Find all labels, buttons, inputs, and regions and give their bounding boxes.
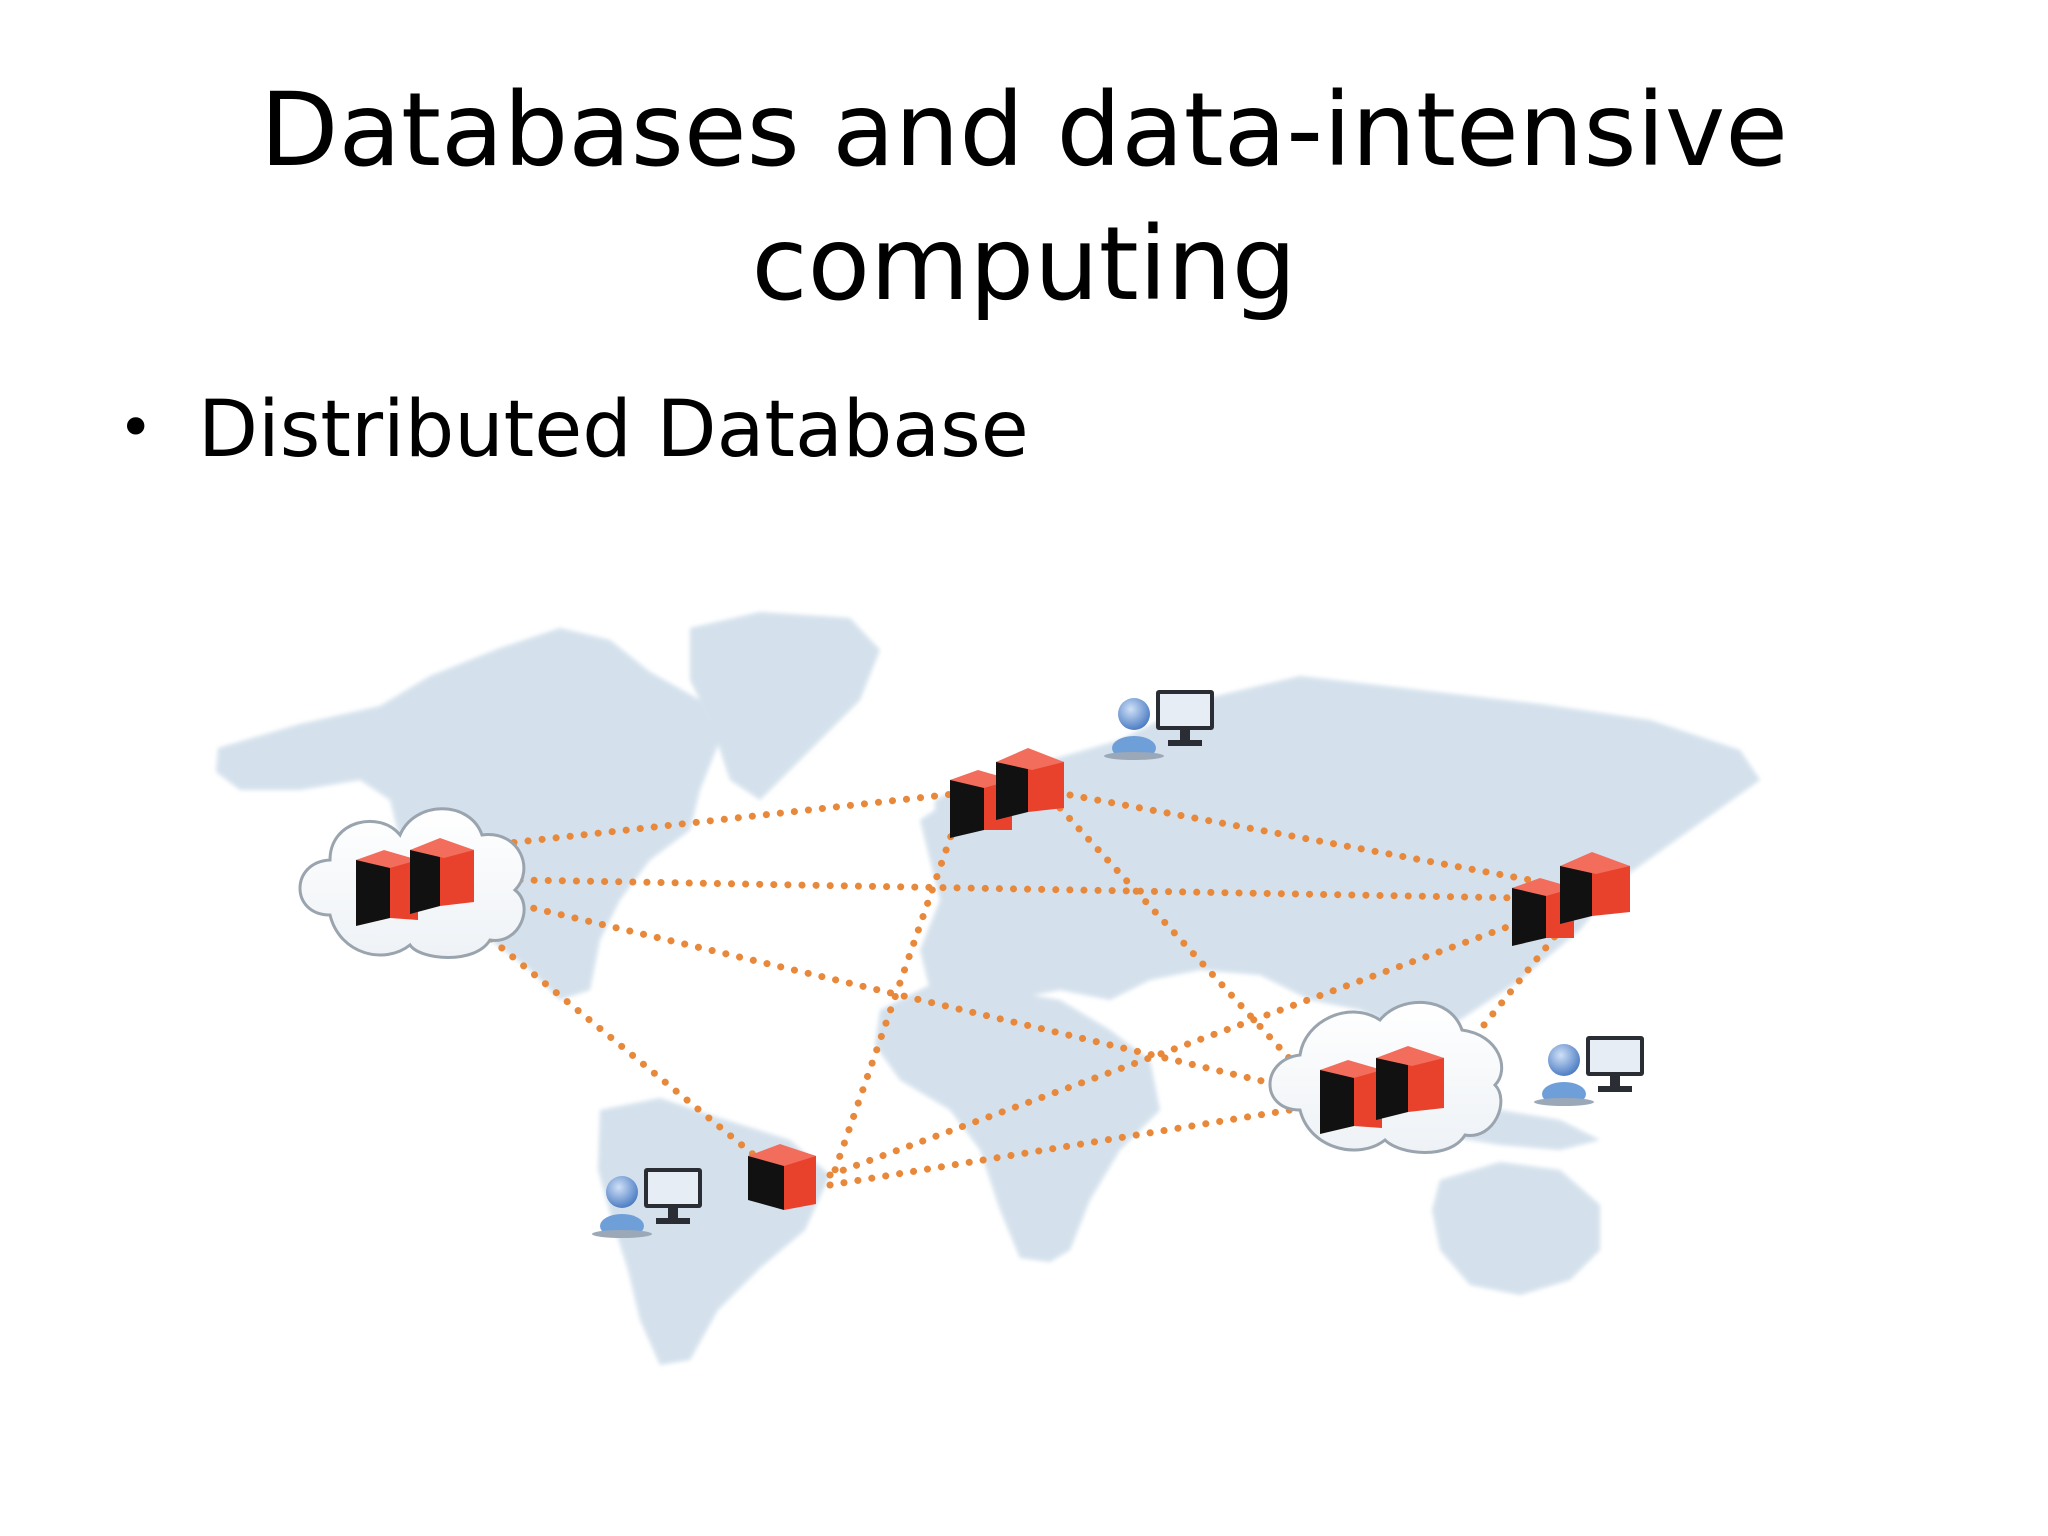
user-computer-icon — [1534, 1036, 1644, 1106]
database-south-america — [748, 1144, 816, 1210]
link-europe-south-asia — [1056, 804, 1304, 1074]
network-links — [476, 786, 1564, 1189]
link-north-america-east-asia — [516, 876, 1524, 902]
title-line-2: computing — [751, 205, 1297, 324]
database-icon — [996, 748, 1064, 820]
slide-title: Databases and data-intensive computing — [0, 64, 2048, 332]
database-europe — [950, 748, 1064, 838]
database-icon — [1560, 852, 1630, 924]
link-north-america-europe — [496, 786, 994, 848]
database-icon — [356, 850, 418, 926]
bullet-marker: • — [118, 393, 154, 463]
database-icon — [748, 1144, 816, 1210]
database-icon — [410, 838, 474, 914]
world-map — [216, 612, 1760, 1365]
title-line-1: Databases and data-intensive — [259, 71, 1789, 190]
link-south-america-east-asia — [826, 911, 1544, 1179]
africa-land — [875, 985, 1160, 1262]
link-north-america-south-america — [476, 926, 764, 1164]
user-computer-icon — [1104, 690, 1214, 760]
user-computer-icon — [592, 1168, 702, 1238]
database-icon — [1376, 1046, 1444, 1120]
eurasia-land — [920, 676, 1760, 1030]
link-south-asia-east-asia — [1436, 926, 1564, 1084]
bullet-text: Distributed Database — [198, 385, 1029, 475]
cloud-database-south-asia — [1268, 1000, 1504, 1154]
greenland-land — [690, 612, 880, 800]
australia-land — [1432, 1162, 1600, 1295]
cloud-database-north-america — [298, 807, 526, 959]
database-icon — [1320, 1060, 1382, 1134]
north-america-land — [216, 628, 720, 1000]
distributed-database-diagram — [216, 612, 1760, 1365]
bullet-item: • Distributed Database — [118, 378, 1029, 480]
database-east-asia — [1512, 852, 1630, 946]
